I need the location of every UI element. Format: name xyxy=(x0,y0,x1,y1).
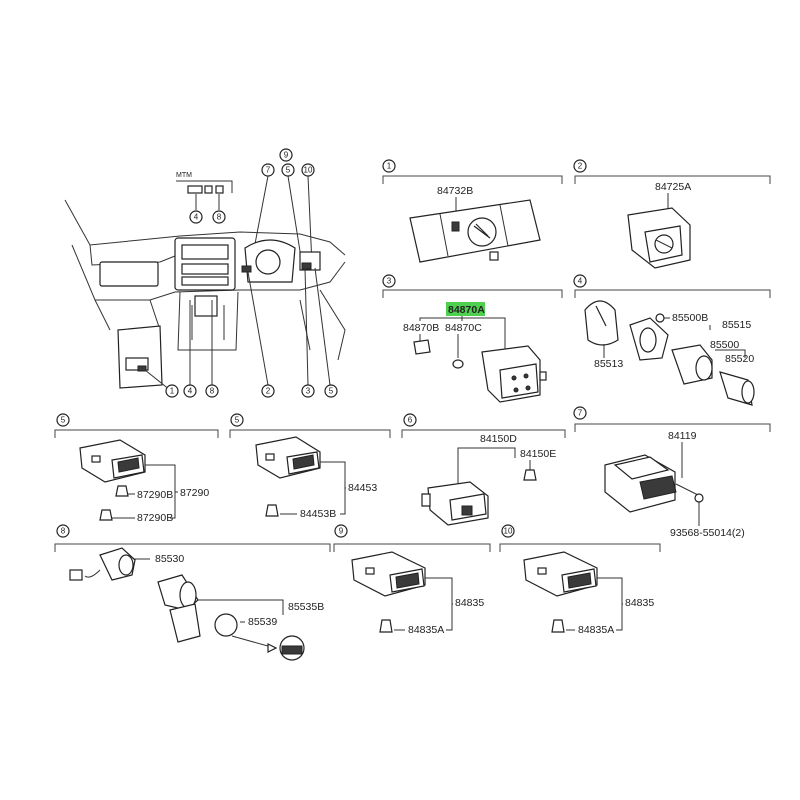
section-number: 8 xyxy=(61,527,66,536)
callout-circle xyxy=(324,384,338,398)
part-number-label: 84150D xyxy=(480,433,517,445)
part-number-label: 84835 xyxy=(455,597,484,609)
section-number: 2 xyxy=(578,162,583,171)
part-number-label: 85535B xyxy=(288,601,324,613)
callout-circle xyxy=(212,210,226,224)
callout-number: 10 xyxy=(304,166,313,175)
mtm-label: MTM xyxy=(176,172,192,179)
section-number: 10 xyxy=(504,527,513,536)
callout-circle xyxy=(205,384,219,398)
section-number: 4 xyxy=(578,277,583,286)
section-number-circle xyxy=(573,159,587,173)
section-number: 5 xyxy=(235,416,240,425)
part-number-label: 85530 xyxy=(155,553,184,565)
callout-number: 2 xyxy=(266,387,271,396)
section-3: 3 84870A 84870B 84870C xyxy=(382,274,563,403)
callout-number: 3 xyxy=(306,387,311,396)
callout-number: 5 xyxy=(329,387,334,396)
part-number-label: 84725A xyxy=(655,181,691,193)
callout-number: 4 xyxy=(194,213,199,222)
part-number-label: 93568-55014(2) xyxy=(670,527,745,539)
part-number-label: 84835A xyxy=(578,624,614,636)
section-10: 10 84835 84835A xyxy=(499,524,661,636)
section-number: 3 xyxy=(387,277,392,286)
highlighted-part-number: 84870A xyxy=(448,304,485,316)
part-number-label: 84119 xyxy=(668,430,697,442)
part-number-label: 84870C xyxy=(445,322,482,334)
part-number-label: 84150E xyxy=(520,448,556,460)
callout-number: 7 xyxy=(266,166,271,175)
section-number: 5 xyxy=(61,416,66,425)
callout-circle xyxy=(165,384,179,398)
part-number-label: 87290B xyxy=(137,512,173,524)
part-number-label: 84835A xyxy=(408,624,444,636)
part-number-label: 85515 xyxy=(722,319,751,331)
part-number-label: 84732B xyxy=(437,185,473,197)
callout-circle xyxy=(279,148,293,162)
callout-number: 8 xyxy=(217,213,222,222)
part-number-label: 85513 xyxy=(594,358,623,370)
part-number-label: 85500 xyxy=(710,339,739,351)
part-number-label: 87290B xyxy=(137,489,173,501)
section-number-circle xyxy=(56,524,70,538)
callout-number: 1 xyxy=(170,387,175,396)
section-5-middle: 5 84453 84453B xyxy=(229,413,391,520)
section-number-circle xyxy=(56,413,70,427)
part-number-label: 85539 xyxy=(248,616,277,628)
part-number-label: 84870B xyxy=(403,322,439,334)
callout-number: 9 xyxy=(284,151,289,160)
part-number-label: 84453B xyxy=(300,508,336,520)
part-number-label: 85520 xyxy=(725,353,754,365)
section-number: 6 xyxy=(408,416,413,425)
callout-number: 8 xyxy=(210,387,215,396)
callout-circle xyxy=(189,210,203,224)
section-2: 2 84725A xyxy=(573,159,771,269)
section-9: 9 84835 84835A xyxy=(333,524,491,636)
part-number-label: 84453 xyxy=(348,482,377,494)
section-6: 6 84150D 84150E xyxy=(401,413,566,526)
section-8: 8 85530 85535B 85539 xyxy=(54,524,331,661)
section-number-circle xyxy=(501,524,515,538)
callout-circle xyxy=(261,384,275,398)
callout-number: 5 xyxy=(286,166,291,175)
section-number-circle xyxy=(573,274,587,288)
highlight-marker xyxy=(446,302,485,316)
section-4: 4 85500B 85515 85513 85500 85520 xyxy=(573,274,771,406)
section-number-circle xyxy=(382,159,396,173)
section-number-circle xyxy=(230,413,244,427)
section-number: 9 xyxy=(339,527,344,536)
section-number: 7 xyxy=(578,409,583,418)
callout-number: 4 xyxy=(188,387,193,396)
callout-circle xyxy=(301,384,315,398)
part-number-label: 87290 xyxy=(180,487,209,499)
part-number-label: 84835 xyxy=(625,597,654,609)
callout-circle xyxy=(183,384,197,398)
section-number-circle xyxy=(573,406,587,420)
section-1: 1 84732B xyxy=(382,159,563,263)
section-number-circle xyxy=(403,413,417,427)
dashboard-overview: MTM 4 8 7 9 5 10 xyxy=(64,148,346,398)
section-7: 7 84119 93568-55014(2) xyxy=(573,406,771,539)
section-5-left: 5 87290B 87290 87290B xyxy=(54,413,219,524)
part-number-label: 85500B xyxy=(672,312,708,324)
section-number: 1 xyxy=(387,162,392,171)
section-number-circle xyxy=(382,274,396,288)
section-number-circle xyxy=(334,524,348,538)
